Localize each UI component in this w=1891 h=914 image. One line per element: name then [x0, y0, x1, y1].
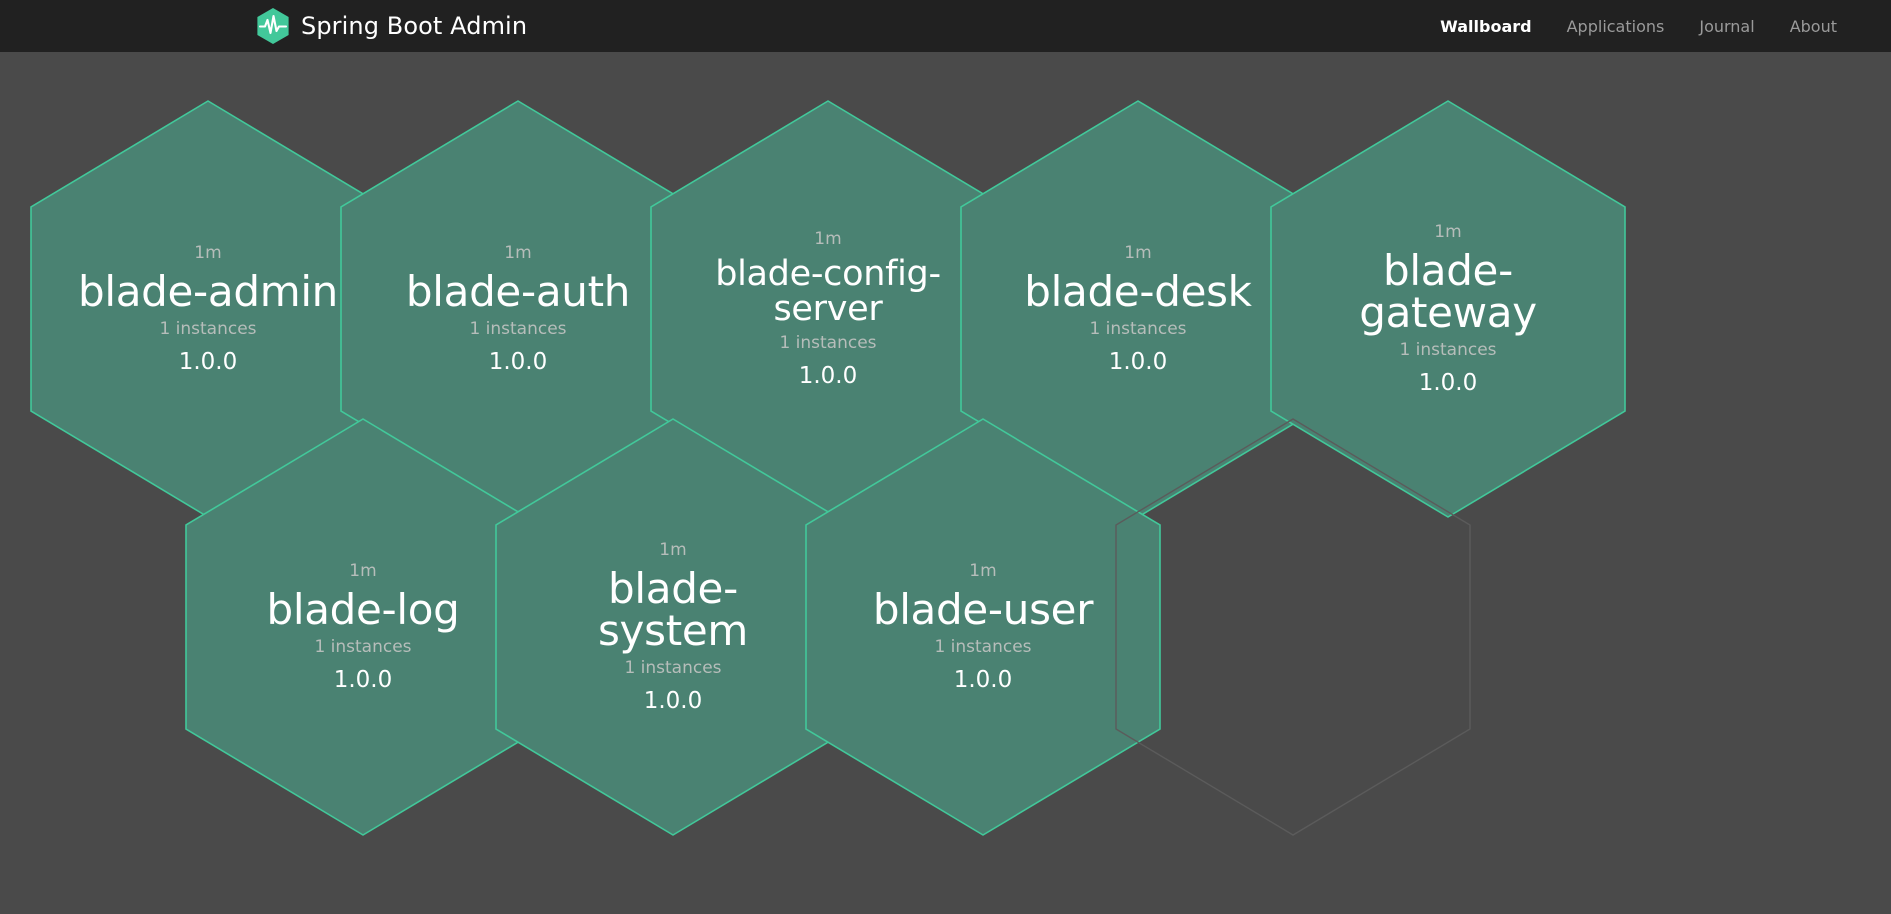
nav-link-about[interactable]: About: [1789, 16, 1837, 36]
application-name: blade-auth: [405, 267, 631, 317]
application-uptime: 1m: [504, 243, 532, 264]
top-navbar: Spring Boot Admin Wallboard Applications…: [0, 0, 1891, 52]
application-uptime: 1m: [194, 243, 222, 264]
nav-link-journal[interactable]: Journal: [1699, 16, 1755, 36]
application-instance-count: 1 instances: [934, 637, 1032, 658]
nav-link-applications[interactable]: Applications: [1566, 16, 1665, 36]
application-version: 1.0.0: [643, 687, 703, 714]
application-uptime: 1m: [1434, 222, 1462, 243]
application-name: blade-desk: [1024, 267, 1252, 317]
application-name: blade-gateway: [1359, 246, 1537, 338]
application-name: blade-user: [872, 585, 1094, 635]
hexagon-outline-shape: [1115, 418, 1471, 836]
application-instance-count: 1 instances: [469, 319, 567, 340]
nav-links: Wallboard Applications Journal About: [1440, 17, 1837, 36]
application-uptime: 1m: [969, 561, 997, 582]
brand[interactable]: Spring Boot Admin: [256, 7, 527, 45]
empty-hexagon-placeholder: [1110, 415, 1476, 839]
application-version: 1.0.0: [798, 362, 858, 389]
application-version: 1.0.0: [953, 666, 1013, 693]
application-instance-count: 1 instances: [779, 333, 877, 354]
application-version: 1.0.0: [333, 666, 393, 693]
application-version: 1.0.0: [1108, 348, 1168, 375]
application-instance-count: 1 instances: [314, 637, 412, 658]
heartbeat-hexagon-icon: [256, 7, 290, 45]
application-name: blade-log: [266, 585, 460, 635]
application-version: 1.0.0: [488, 348, 548, 375]
application-instance-count: 1 instances: [1089, 319, 1187, 340]
application-instance-count: 1 instances: [624, 658, 722, 679]
brand-title: Spring Boot Admin: [301, 12, 528, 40]
application-instance-count: 1 instances: [1399, 340, 1497, 361]
application-name: blade-admin: [77, 267, 339, 317]
application-uptime: 1m: [1124, 243, 1152, 264]
application-version: 1.0.0: [1418, 369, 1478, 396]
application-uptime: 1m: [659, 540, 687, 561]
hexagon-shape: [805, 418, 1161, 836]
hexagon-content: 1m blade-config-server 1 instances 1.0.0: [645, 97, 1011, 521]
hexagon-shape: [1270, 100, 1626, 518]
application-uptime: 1m: [349, 561, 377, 582]
application-uptime: 1m: [814, 229, 842, 250]
application-name: blade-config-server: [715, 254, 941, 330]
application-version: 1.0.0: [178, 348, 238, 375]
application-instance-count: 1 instances: [159, 319, 257, 340]
application-name: blade-system: [597, 564, 749, 656]
application-hexagon[interactable]: 1m blade-config-server 1 instances 1.0.0: [645, 97, 1011, 521]
nav-link-wallboard[interactable]: Wallboard: [1440, 16, 1532, 36]
